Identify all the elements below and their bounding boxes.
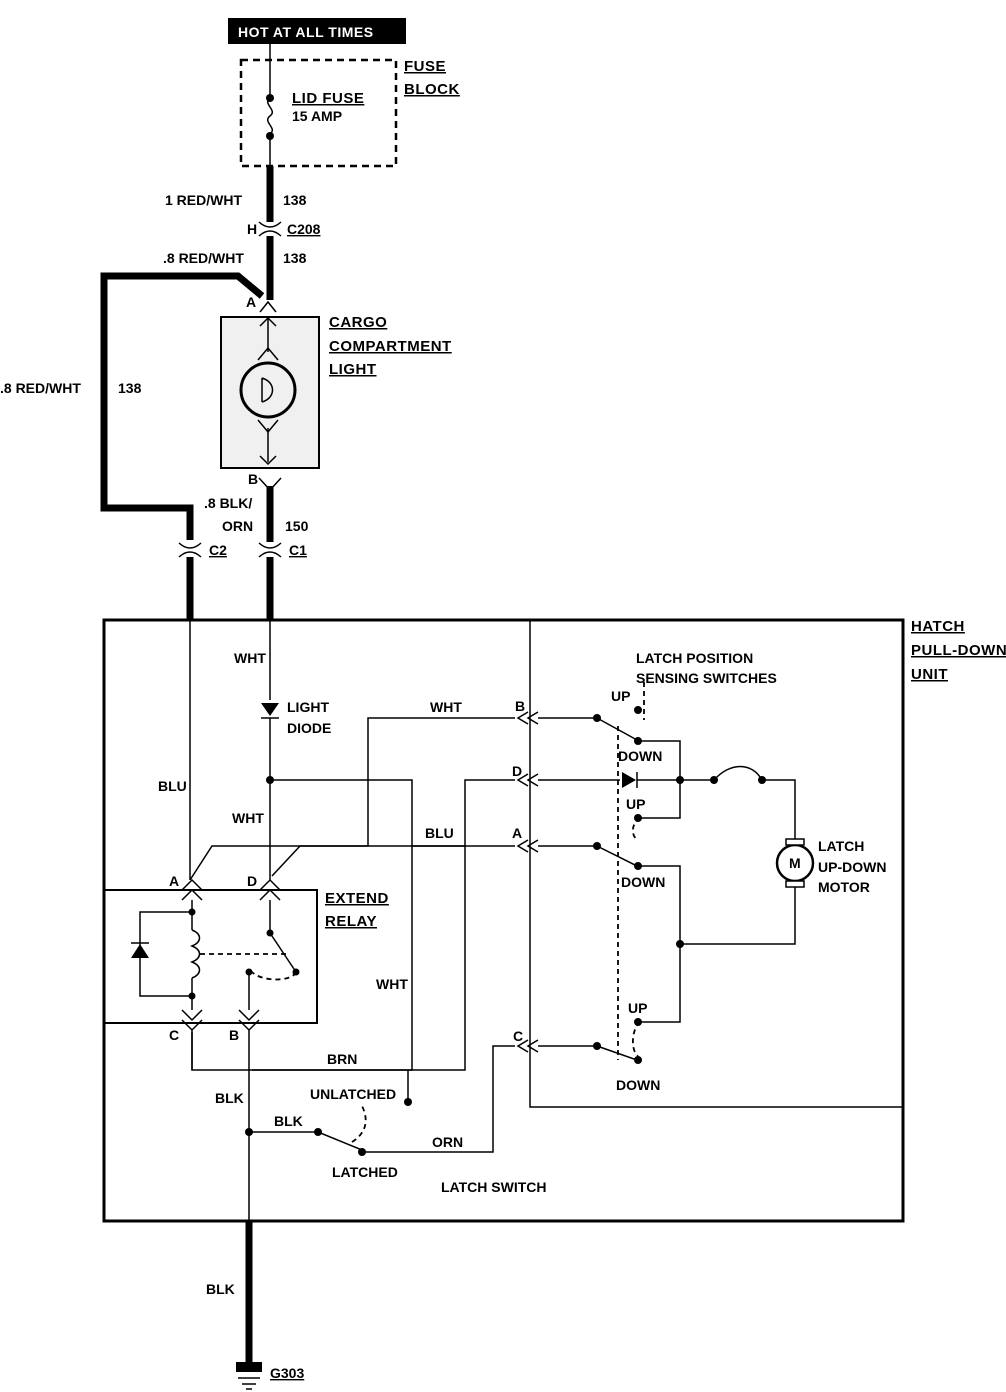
relay-coil-icon <box>189 929 201 979</box>
extend-relay-label-1: EXTEND <box>325 890 389 907</box>
switch1-up: UP <box>611 688 630 704</box>
motor-label-2: UP-DOWN <box>818 859 886 875</box>
hatch-unit-label-2: PULL-DOWN <box>911 642 1006 659</box>
hatch-unit-box <box>102 618 905 1223</box>
fuse-block-label-2: BLOCK <box>404 81 460 98</box>
switch1-down: DOWN <box>618 748 662 764</box>
relay-pin-c: C <box>169 1027 179 1043</box>
cargo-light-pin-a: A <box>246 294 256 310</box>
orn-label: ORN <box>432 1134 463 1150</box>
fuse-block-label-1: FUSE <box>404 58 446 75</box>
switch3-down: DOWN <box>621 874 665 890</box>
relay-pin-a: A <box>169 873 179 889</box>
ground-icon <box>236 1362 262 1372</box>
cargo-light-pin-b: B <box>248 471 258 487</box>
light-diode-label-1: LIGHT <box>287 699 329 715</box>
cargo-light-label-2: COMPARTMENT <box>329 338 452 355</box>
switch4-down: DOWN <box>616 1077 660 1093</box>
wire-138-label-mid: 138 <box>283 250 307 266</box>
connector-c208 <box>258 221 282 237</box>
ground-id-label: G303 <box>270 1365 304 1381</box>
blk-orn-label-1: .8 BLK/ <box>204 495 252 511</box>
motor-label-1: LATCH <box>818 838 864 854</box>
hatch-unit-label-3: UNIT <box>911 666 948 683</box>
wire-08-red-wht-label: .8 RED/WHT <box>163 250 244 266</box>
power-source-label: HOT AT ALL TIMES <box>238 24 374 40</box>
light-diode-label-2: DIODE <box>287 720 331 736</box>
wire-138-label-top: 138 <box>283 192 307 208</box>
switch4-up: UP <box>628 1000 647 1016</box>
motor-symbol: M <box>789 855 801 871</box>
wire-1-red-wht-label: 1 RED/WHT <box>165 192 242 208</box>
loop-wire-circuit: 138 <box>118 380 142 396</box>
connector-c1-label: C1 <box>289 542 307 558</box>
wire-loop-red-wht <box>100 272 265 540</box>
extend-relay-box <box>103 889 318 1024</box>
cargo-light-label-1: CARGO <box>329 314 387 331</box>
motor-label-3: MOTOR <box>818 879 870 895</box>
power-source-banner <box>228 18 406 44</box>
wht-mid-label: WHT <box>232 810 264 826</box>
ground-wire-label: BLK <box>206 1281 235 1297</box>
connector-c208-label: C208 <box>287 221 321 237</box>
latch-switch-blade <box>317 1131 363 1151</box>
blk-left-label: BLK <box>215 1090 244 1106</box>
relay-pin-d: D <box>247 873 257 889</box>
switch2-up: UP <box>626 796 645 812</box>
latch-pin-b: B <box>515 698 525 714</box>
bulb-icon <box>239 361 297 419</box>
relay-diode-icon <box>131 944 149 958</box>
latch-pin-c: C <box>513 1028 523 1044</box>
motor-diode-icon <box>622 772 636 788</box>
brn-label: BRN <box>327 1051 357 1067</box>
relay-pin-b: B <box>229 1027 239 1043</box>
cargo-light-box <box>220 316 320 469</box>
latch-switch-label: LATCH SWITCH <box>441 1179 547 1195</box>
light-diode-icon <box>261 703 279 716</box>
wht-top-label: WHT <box>234 650 266 666</box>
fuse-symbol <box>267 97 273 135</box>
wht-relay-d-label: WHT <box>430 699 462 715</box>
loop-wire-label: .8 RED/WHT <box>0 380 81 396</box>
fuse-rating: 15 AMP <box>292 108 342 124</box>
latch-switches-title-1: LATCH POSITION <box>636 650 753 666</box>
fuse-block-box <box>239 58 398 168</box>
blu-left-label: BLU <box>158 778 187 794</box>
connector-c1 <box>258 542 282 558</box>
blk-orn-label-2: ORN <box>222 518 253 534</box>
connector-c2-label: C2 <box>209 542 227 558</box>
extend-relay-label-2: RELAY <box>325 913 377 930</box>
cargo-light-label-3: LIGHT <box>329 361 377 378</box>
hatch-unit-label-1: HATCH <box>911 618 965 635</box>
latch-switches-title-2: SENSING SWITCHES <box>636 670 777 686</box>
latch-pin-a: A <box>512 825 522 841</box>
c208-pin-h: H <box>247 221 257 237</box>
blk-switch-label: BLK <box>274 1113 303 1129</box>
connector-c2 <box>178 542 202 558</box>
wht-lower-label: WHT <box>376 976 408 992</box>
fuse-name: LID FUSE <box>292 90 364 107</box>
latch-pin-d: D <box>512 763 522 779</box>
latched-label: LATCHED <box>332 1164 398 1180</box>
blk-orn-circuit: 150 <box>285 518 309 534</box>
unlatched-label: UNLATCHED <box>310 1086 396 1102</box>
blu-mid-label: BLU <box>425 825 454 841</box>
